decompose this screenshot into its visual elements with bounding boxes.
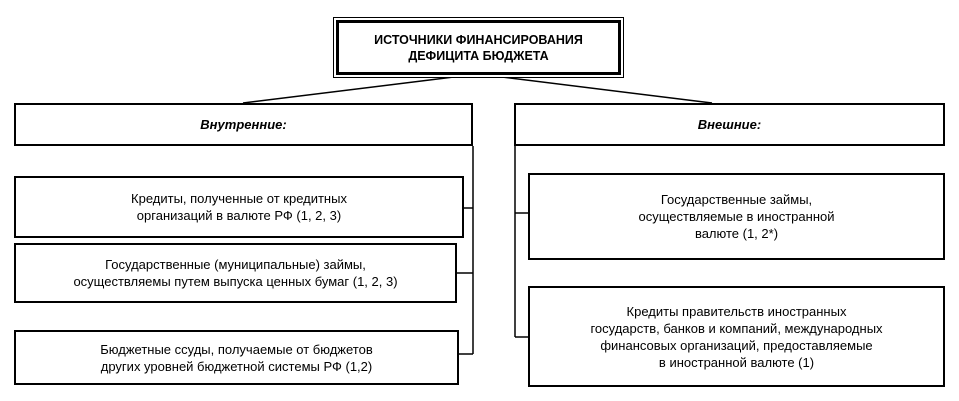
internal-item-loans: Государственные (муниципальные) займы, о… [14, 243, 457, 303]
external-sources-header: Внешние: [514, 103, 945, 146]
external-item-foreign-credits: Кредиты правительств иностранных государ… [528, 286, 945, 387]
external-item-state-loans: Государственные займы, осуществляемые в … [528, 173, 945, 260]
diagram-title: ИСТОЧНИКИ ФИНАНСИРОВАНИЯ ДЕФИЦИТА БЮДЖЕТ… [336, 20, 621, 75]
internal-item-credits: Кредиты, полученные от кредитных организ… [14, 176, 464, 238]
internal-sources-header: Внутренние: [14, 103, 473, 146]
internal-item-budget-loans: Бюджетные ссуды, получаемые от бюджетов … [14, 330, 459, 385]
